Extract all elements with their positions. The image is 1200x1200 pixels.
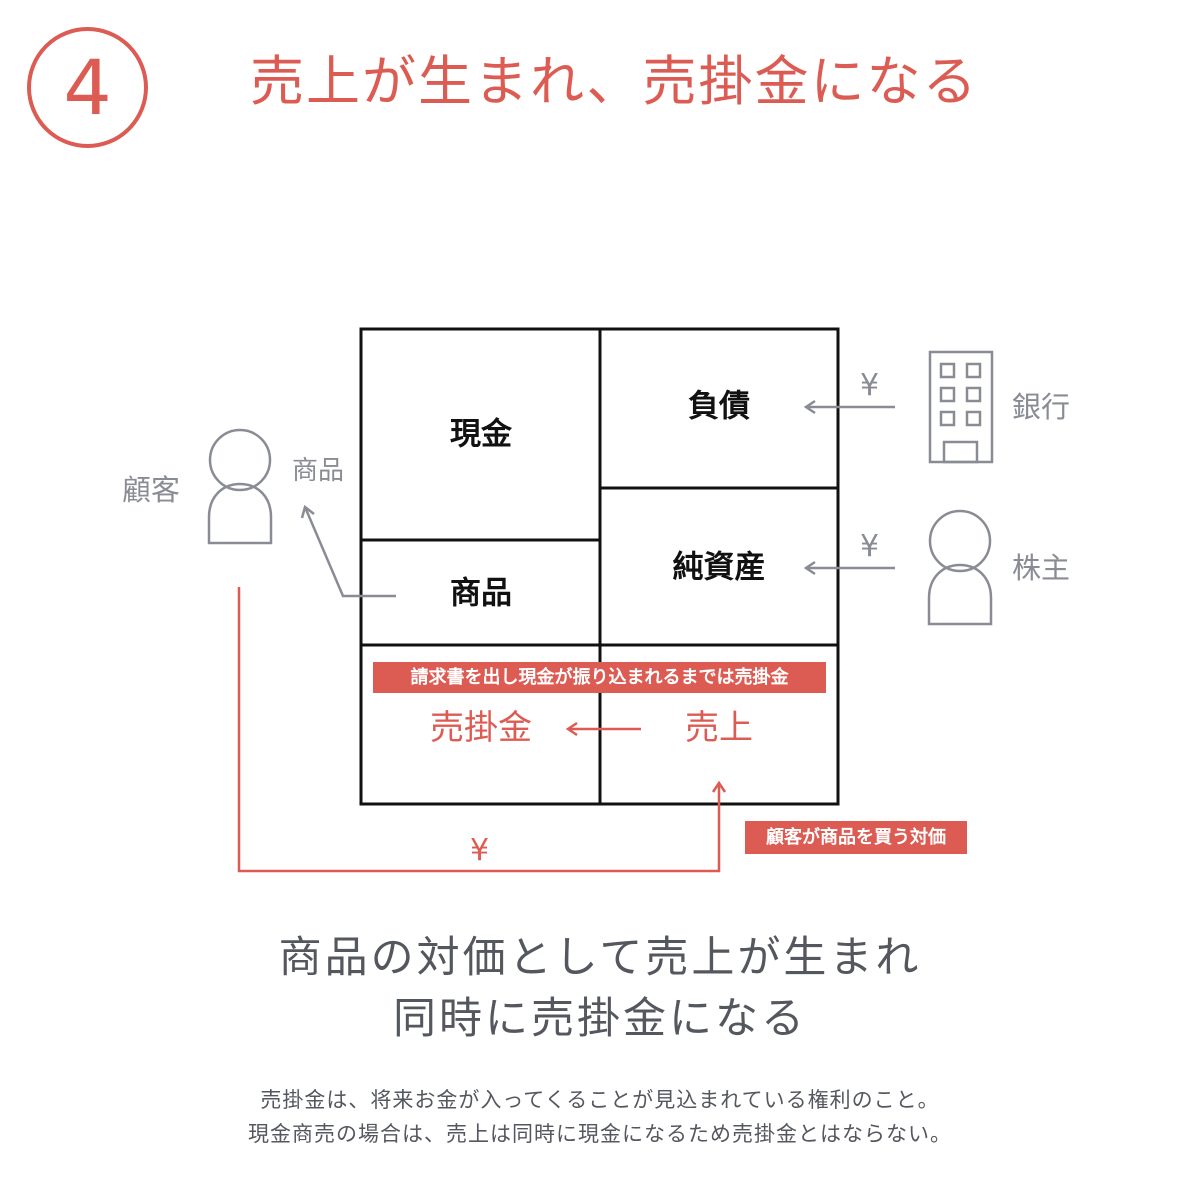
sales-label: 売上 [685,708,753,748]
shareholder-label: 株主 [1012,551,1071,585]
goods-arrow [300,504,396,598]
yen-bank-label: ¥ [860,368,880,403]
net-assets-label: 純資産 [672,549,766,586]
customer-person-icon [207,428,273,545]
bank-building-icon [928,350,994,464]
step-number: 4 [63,42,112,132]
balance-sheet-grid [359,327,840,806]
yen-shareholder-label: ¥ [860,529,880,564]
invoice-note-tag: 請求書を出し現金が振り込まれるまでは売掛金 [373,662,826,693]
step-number-badge: 4 [27,27,148,148]
footnote-line-2: 現金商売の場合は、売上は同時に現金になるため売掛金とはならない。 [248,1122,952,1146]
yen-customer-label: ¥ [470,833,490,868]
receivable-label: 売掛金 [430,708,532,748]
bank-to-liabilities-arrow [803,399,895,415]
customer-payment-arrow [237,587,727,873]
shareholder-to-net-assets-arrow [803,560,895,576]
cash-label: 現金 [450,416,512,453]
summary-line-2: 同時に売掛金になる [393,994,807,1044]
shareholder-person-icon [927,509,993,626]
sales-to-receivable-arrow [565,721,641,737]
liabilities-label: 負債 [688,388,750,425]
payment-note-tag: 顧客が商品を買う対価 [745,821,967,854]
customer-label: 顧客 [122,473,181,507]
bank-label: 銀行 [1012,390,1071,424]
page-title: 売上が生まれ、売掛金になる [250,50,979,113]
goods-out-label: 商品 [292,456,345,486]
summary-line-1: 商品の対価として売上が生まれ [278,933,922,983]
goods-label: 商品 [450,575,512,612]
footnote-line-1: 売掛金は、将来お金が入ってくることが見込まれている権利のこと。 [260,1088,940,1112]
